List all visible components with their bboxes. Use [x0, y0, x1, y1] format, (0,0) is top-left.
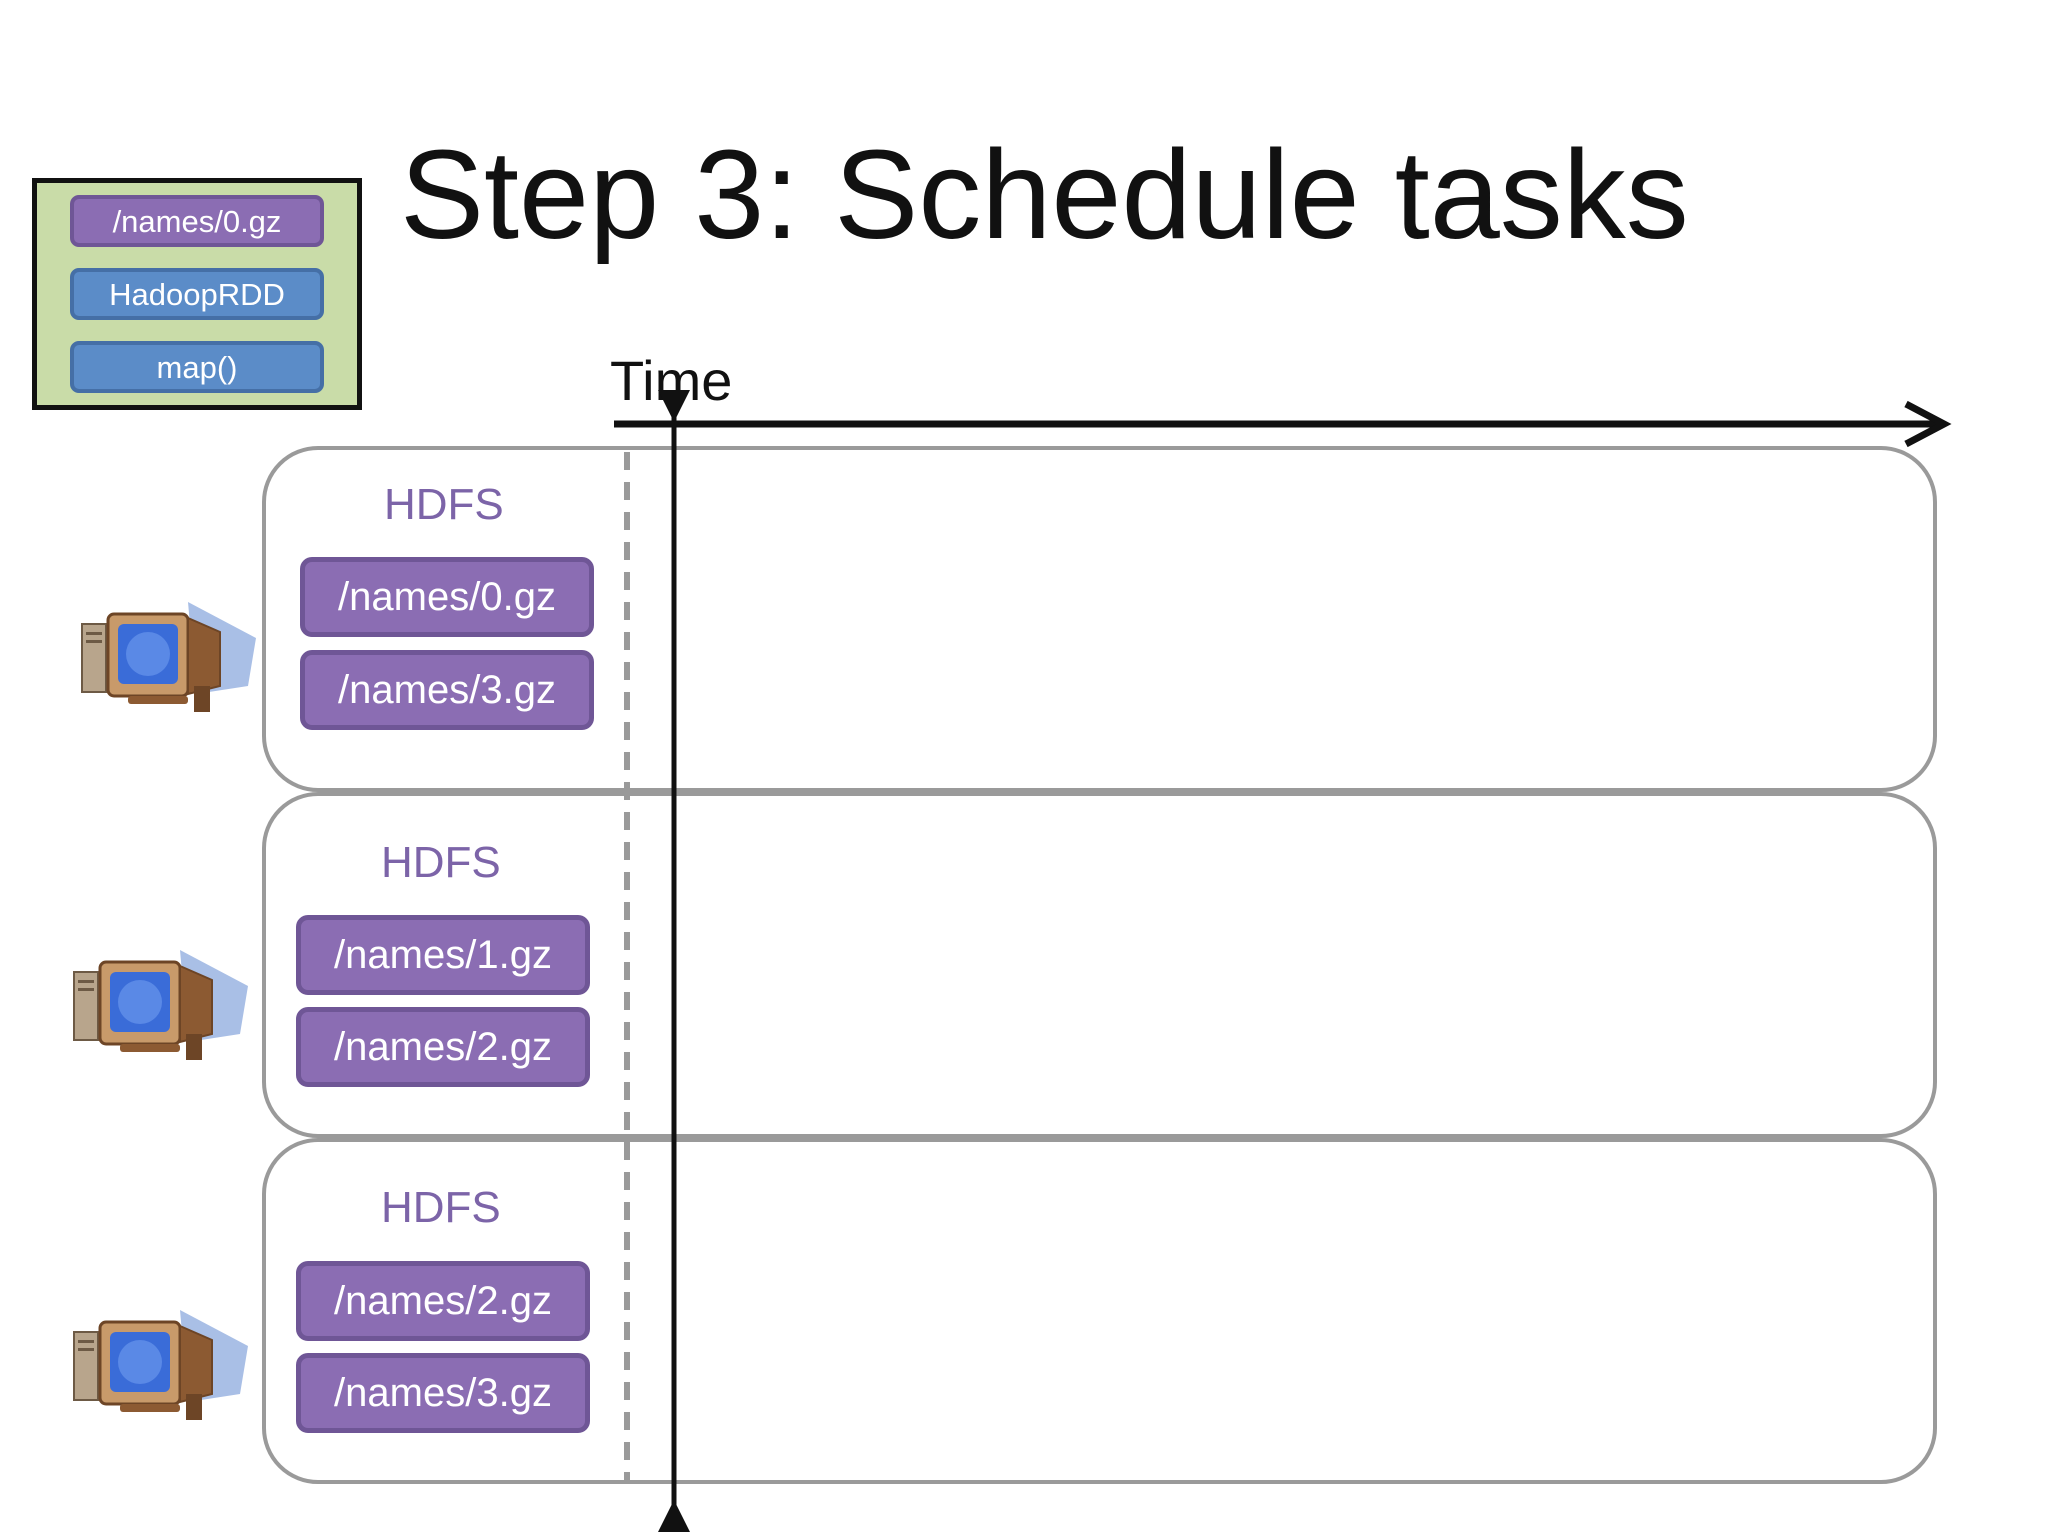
computer-icon — [73, 950, 248, 1060]
hdfs-label: HDFS — [381, 1183, 501, 1232]
hdfs-file-block: /names/3.gz — [296, 1353, 590, 1433]
hdfs-file-block: /names/2.gz — [296, 1261, 590, 1341]
time-axis-arrowhead — [1904, 400, 1952, 448]
computer-icon — [81, 602, 256, 712]
hdfs-label: HDFS — [384, 480, 504, 529]
legend-map-pill: map() — [70, 341, 324, 393]
hdfs-file-block: /names/3.gz — [300, 650, 594, 730]
hdfs-label: HDFS — [381, 838, 501, 887]
current-time-marker-bottom-triangle — [658, 1500, 690, 1532]
hdfs-file-block: /names/2.gz — [296, 1007, 590, 1087]
task-legend: /names/0.gz HadoopRDD map() — [32, 178, 362, 410]
legend-hadooprdd-pill: HadoopRDD — [70, 268, 324, 320]
current-time-marker-top-triangle — [658, 390, 690, 422]
slide-title: Step 3: Schedule tasks — [400, 124, 1689, 265]
legend-partition-pill: /names/0.gz — [70, 195, 324, 247]
hdfs-file-block: /names/1.gz — [296, 915, 590, 995]
hdfs-file-block: /names/0.gz — [300, 557, 594, 637]
computer-icon — [73, 1310, 248, 1420]
